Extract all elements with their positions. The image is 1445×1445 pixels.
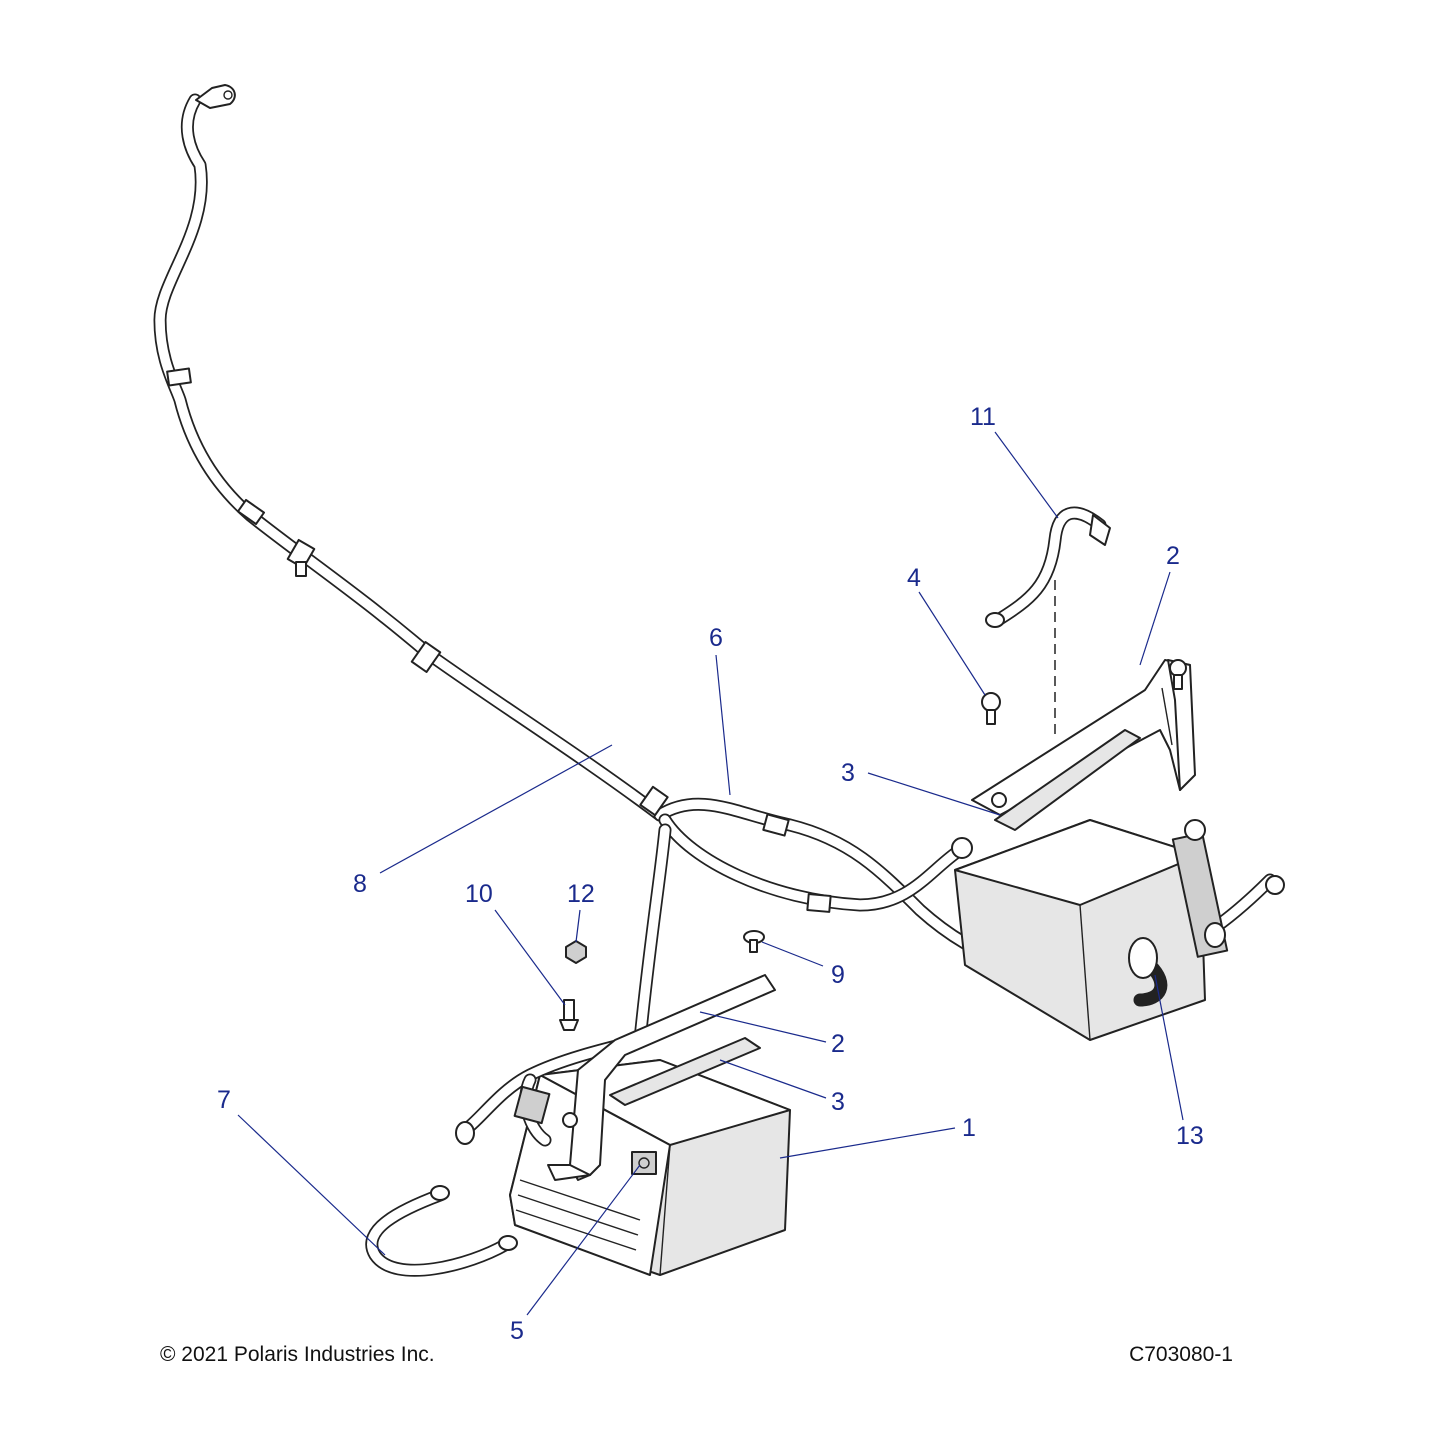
callouts: 1 2 2 3 3 4 5 6 7 8 9 10 11 12 13 xyxy=(217,403,1204,1345)
callout-2-rear: 2 xyxy=(1166,542,1180,570)
leader-lines xyxy=(237,431,1184,1316)
callout-2-front: 2 xyxy=(831,1030,845,1058)
callout-4: 4 xyxy=(907,564,921,592)
callout-9: 9 xyxy=(831,961,845,989)
bolt-4 xyxy=(981,692,1001,725)
cable-11 xyxy=(985,506,1111,740)
callout-5: 5 xyxy=(510,1317,524,1345)
callout-7: 7 xyxy=(217,1086,231,1114)
callout-1: 1 xyxy=(962,1114,976,1142)
callout-8: 8 xyxy=(353,870,367,898)
front-battery-assembly xyxy=(455,930,791,1276)
callout-3-front: 3 xyxy=(831,1088,845,1116)
callout-3-rear: 3 xyxy=(841,759,855,787)
bolt-right xyxy=(1169,659,1187,690)
cable-7 xyxy=(365,1185,518,1277)
callout-10: 10 xyxy=(465,880,493,908)
callout-12: 12 xyxy=(567,880,595,908)
callout-6: 6 xyxy=(709,624,723,652)
callout-11: 11 xyxy=(970,403,996,431)
bolt-10 xyxy=(559,999,579,1031)
main-cable-harness xyxy=(153,84,1277,1047)
callout-13: 13 xyxy=(1176,1122,1204,1150)
copyright-notice: © 2021 Polaris Industries Inc. xyxy=(160,1343,435,1366)
screw-9 xyxy=(743,930,765,953)
rear-battery-assembly xyxy=(951,659,1285,1041)
drawing-number: C703080-1 xyxy=(1129,1343,1233,1366)
